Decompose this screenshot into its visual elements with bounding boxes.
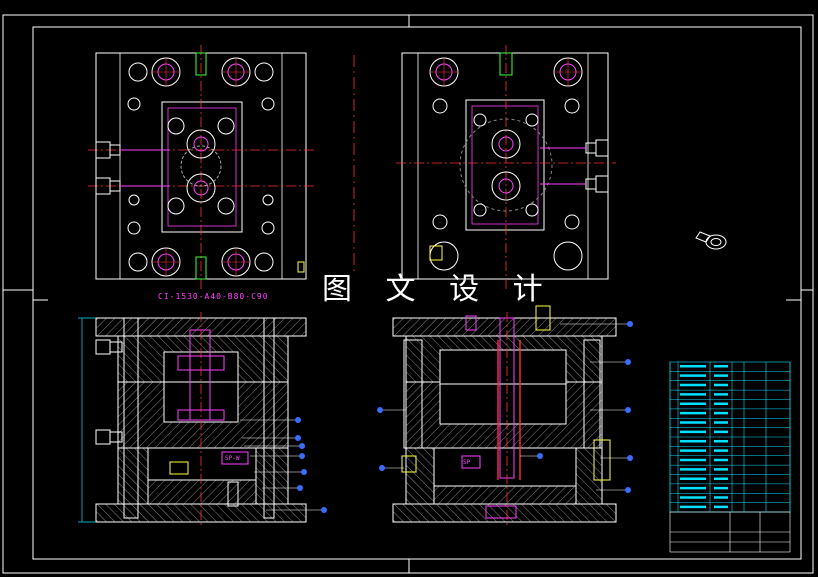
watermark-text: 图 文 设 计 bbox=[322, 272, 555, 307]
title-block-cell-text bbox=[714, 402, 728, 405]
title-block-cell-text bbox=[714, 393, 728, 396]
title-block-cell-text bbox=[714, 411, 728, 415]
title-block-cell-text bbox=[680, 468, 706, 471]
title-block-cell-text bbox=[714, 458, 728, 462]
outer-frame bbox=[2, 14, 814, 574]
title-block-cell-text bbox=[714, 505, 728, 509]
title-block-cell-text bbox=[680, 365, 706, 368]
title-block-cell-text bbox=[714, 477, 728, 480]
title-block-cell-text bbox=[680, 458, 706, 462]
title-block-cell-text bbox=[714, 440, 728, 443]
section-view-right: SP bbox=[377, 305, 633, 528]
inner-frame bbox=[32, 26, 802, 560]
title-block-cell-text bbox=[714, 430, 728, 434]
title-block-cell-text bbox=[714, 449, 728, 452]
title-block-cell-text bbox=[680, 477, 706, 480]
title-block-cell-text bbox=[680, 440, 706, 443]
title-block-cell-text bbox=[680, 421, 706, 424]
title-block-cell-text bbox=[714, 365, 728, 368]
title-block-cell-text bbox=[714, 486, 728, 490]
title-block-cell-text bbox=[714, 383, 728, 387]
svg-text:SP: SP bbox=[463, 459, 471, 466]
svg-text:SP-W: SP-W bbox=[225, 455, 240, 462]
title-block-cell-text bbox=[680, 383, 706, 387]
title-block-cell-text bbox=[680, 402, 706, 405]
title-block-cell-text bbox=[714, 468, 728, 471]
title-block-cell-text bbox=[714, 374, 728, 377]
part-isometric-icon bbox=[695, 231, 727, 250]
title-block-cell-text bbox=[680, 430, 706, 434]
title-block-cell-text bbox=[680, 486, 706, 490]
frame-center-marks bbox=[3, 15, 813, 573]
title-block-cell-text bbox=[680, 505, 706, 509]
top-view-caption: CI-1530-A40-B80-C90 bbox=[158, 292, 269, 301]
plan-view-left bbox=[88, 45, 314, 290]
title-block-cell-text bbox=[714, 496, 728, 499]
title-block-cell-text bbox=[680, 393, 706, 396]
section-view-left: SP-W bbox=[78, 312, 327, 528]
title-block-cell-text bbox=[714, 421, 728, 424]
title-block bbox=[669, 361, 791, 553]
title-block-cell-text bbox=[680, 374, 706, 377]
plan-view-right bbox=[396, 45, 616, 290]
title-block-cell-text bbox=[680, 496, 706, 499]
title-block-cell-text bbox=[680, 411, 706, 415]
title-block-cell-text bbox=[680, 449, 706, 452]
